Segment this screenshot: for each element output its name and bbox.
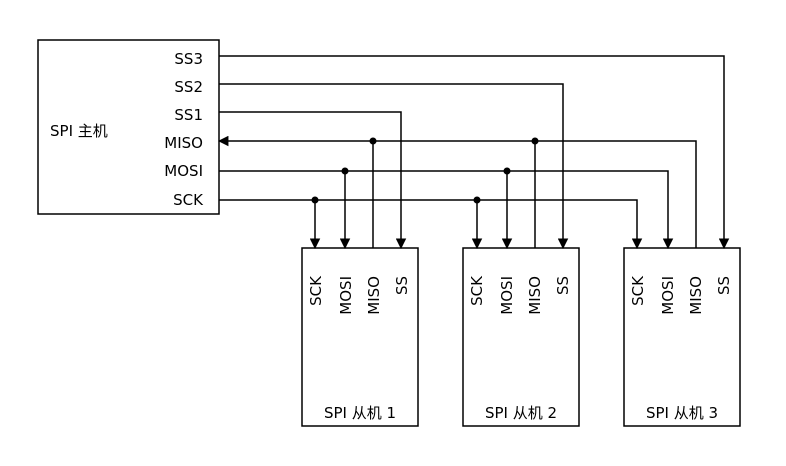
junction-miso-2 <box>531 137 539 145</box>
master-pin-ss2: SS2 <box>174 78 203 96</box>
slave-1-pin-mosi: MOSI <box>337 276 355 315</box>
slave-1-pin-sck: SCK <box>307 275 325 306</box>
master-label: SPI 主机 <box>50 122 108 140</box>
junction-mosi-1 <box>341 167 349 175</box>
slave-3-pin-sck: SCK <box>629 275 647 306</box>
slave-2-pin-sck: SCK <box>468 275 486 306</box>
junction-sck-2 <box>473 196 481 204</box>
slave-2-pin-miso: MISO <box>526 276 544 315</box>
slave-3-pin-ss: SS <box>715 276 733 295</box>
slave-2-label: SPI 从机 2 <box>485 404 557 422</box>
slave-2-box <box>462 247 580 427</box>
slave-3-pin-mosi: MOSI <box>659 276 677 315</box>
master-pin-ss1: SS1 <box>174 106 203 124</box>
master-pin-mosi: MOSI <box>164 162 203 180</box>
wire-miso-bus <box>217 135 697 248</box>
slave-2: SPI 从机 2 SCK MOSI MISO SS <box>462 247 580 427</box>
slave-3-pin-miso: MISO <box>687 276 705 315</box>
junction-miso-1 <box>369 137 377 145</box>
master-pin-sck: SCK <box>173 191 204 209</box>
wire-ss1 <box>219 111 407 250</box>
slave-1-pin-ss: SS <box>393 276 411 295</box>
slave-1-box <box>301 247 419 427</box>
wire-ss2 <box>219 83 569 250</box>
slave-3-box <box>623 247 741 427</box>
wire-mosi-bus <box>219 170 674 250</box>
master-box <box>37 39 220 215</box>
slave-2-pin-mosi: MOSI <box>498 276 516 315</box>
master-pin-ss3: SS3 <box>174 50 203 68</box>
junction-sck-1 <box>311 196 319 204</box>
wire-ss3 <box>219 55 730 250</box>
slave-2-pin-ss: SS <box>554 276 572 295</box>
slave-1-pin-miso: MISO <box>365 276 383 315</box>
slave-3-label: SPI 从机 3 <box>646 404 718 422</box>
junction-mosi-2 <box>503 167 511 175</box>
wire-sck-bus <box>219 199 643 250</box>
slave-1: SPI 从机 1 SCK MOSI MISO SS <box>301 247 419 427</box>
slave-1-label: SPI 从机 1 <box>324 404 396 422</box>
master-pin-miso: MISO <box>164 134 203 152</box>
slave-3: SPI 从机 3 SCK MOSI MISO SS <box>623 247 741 427</box>
